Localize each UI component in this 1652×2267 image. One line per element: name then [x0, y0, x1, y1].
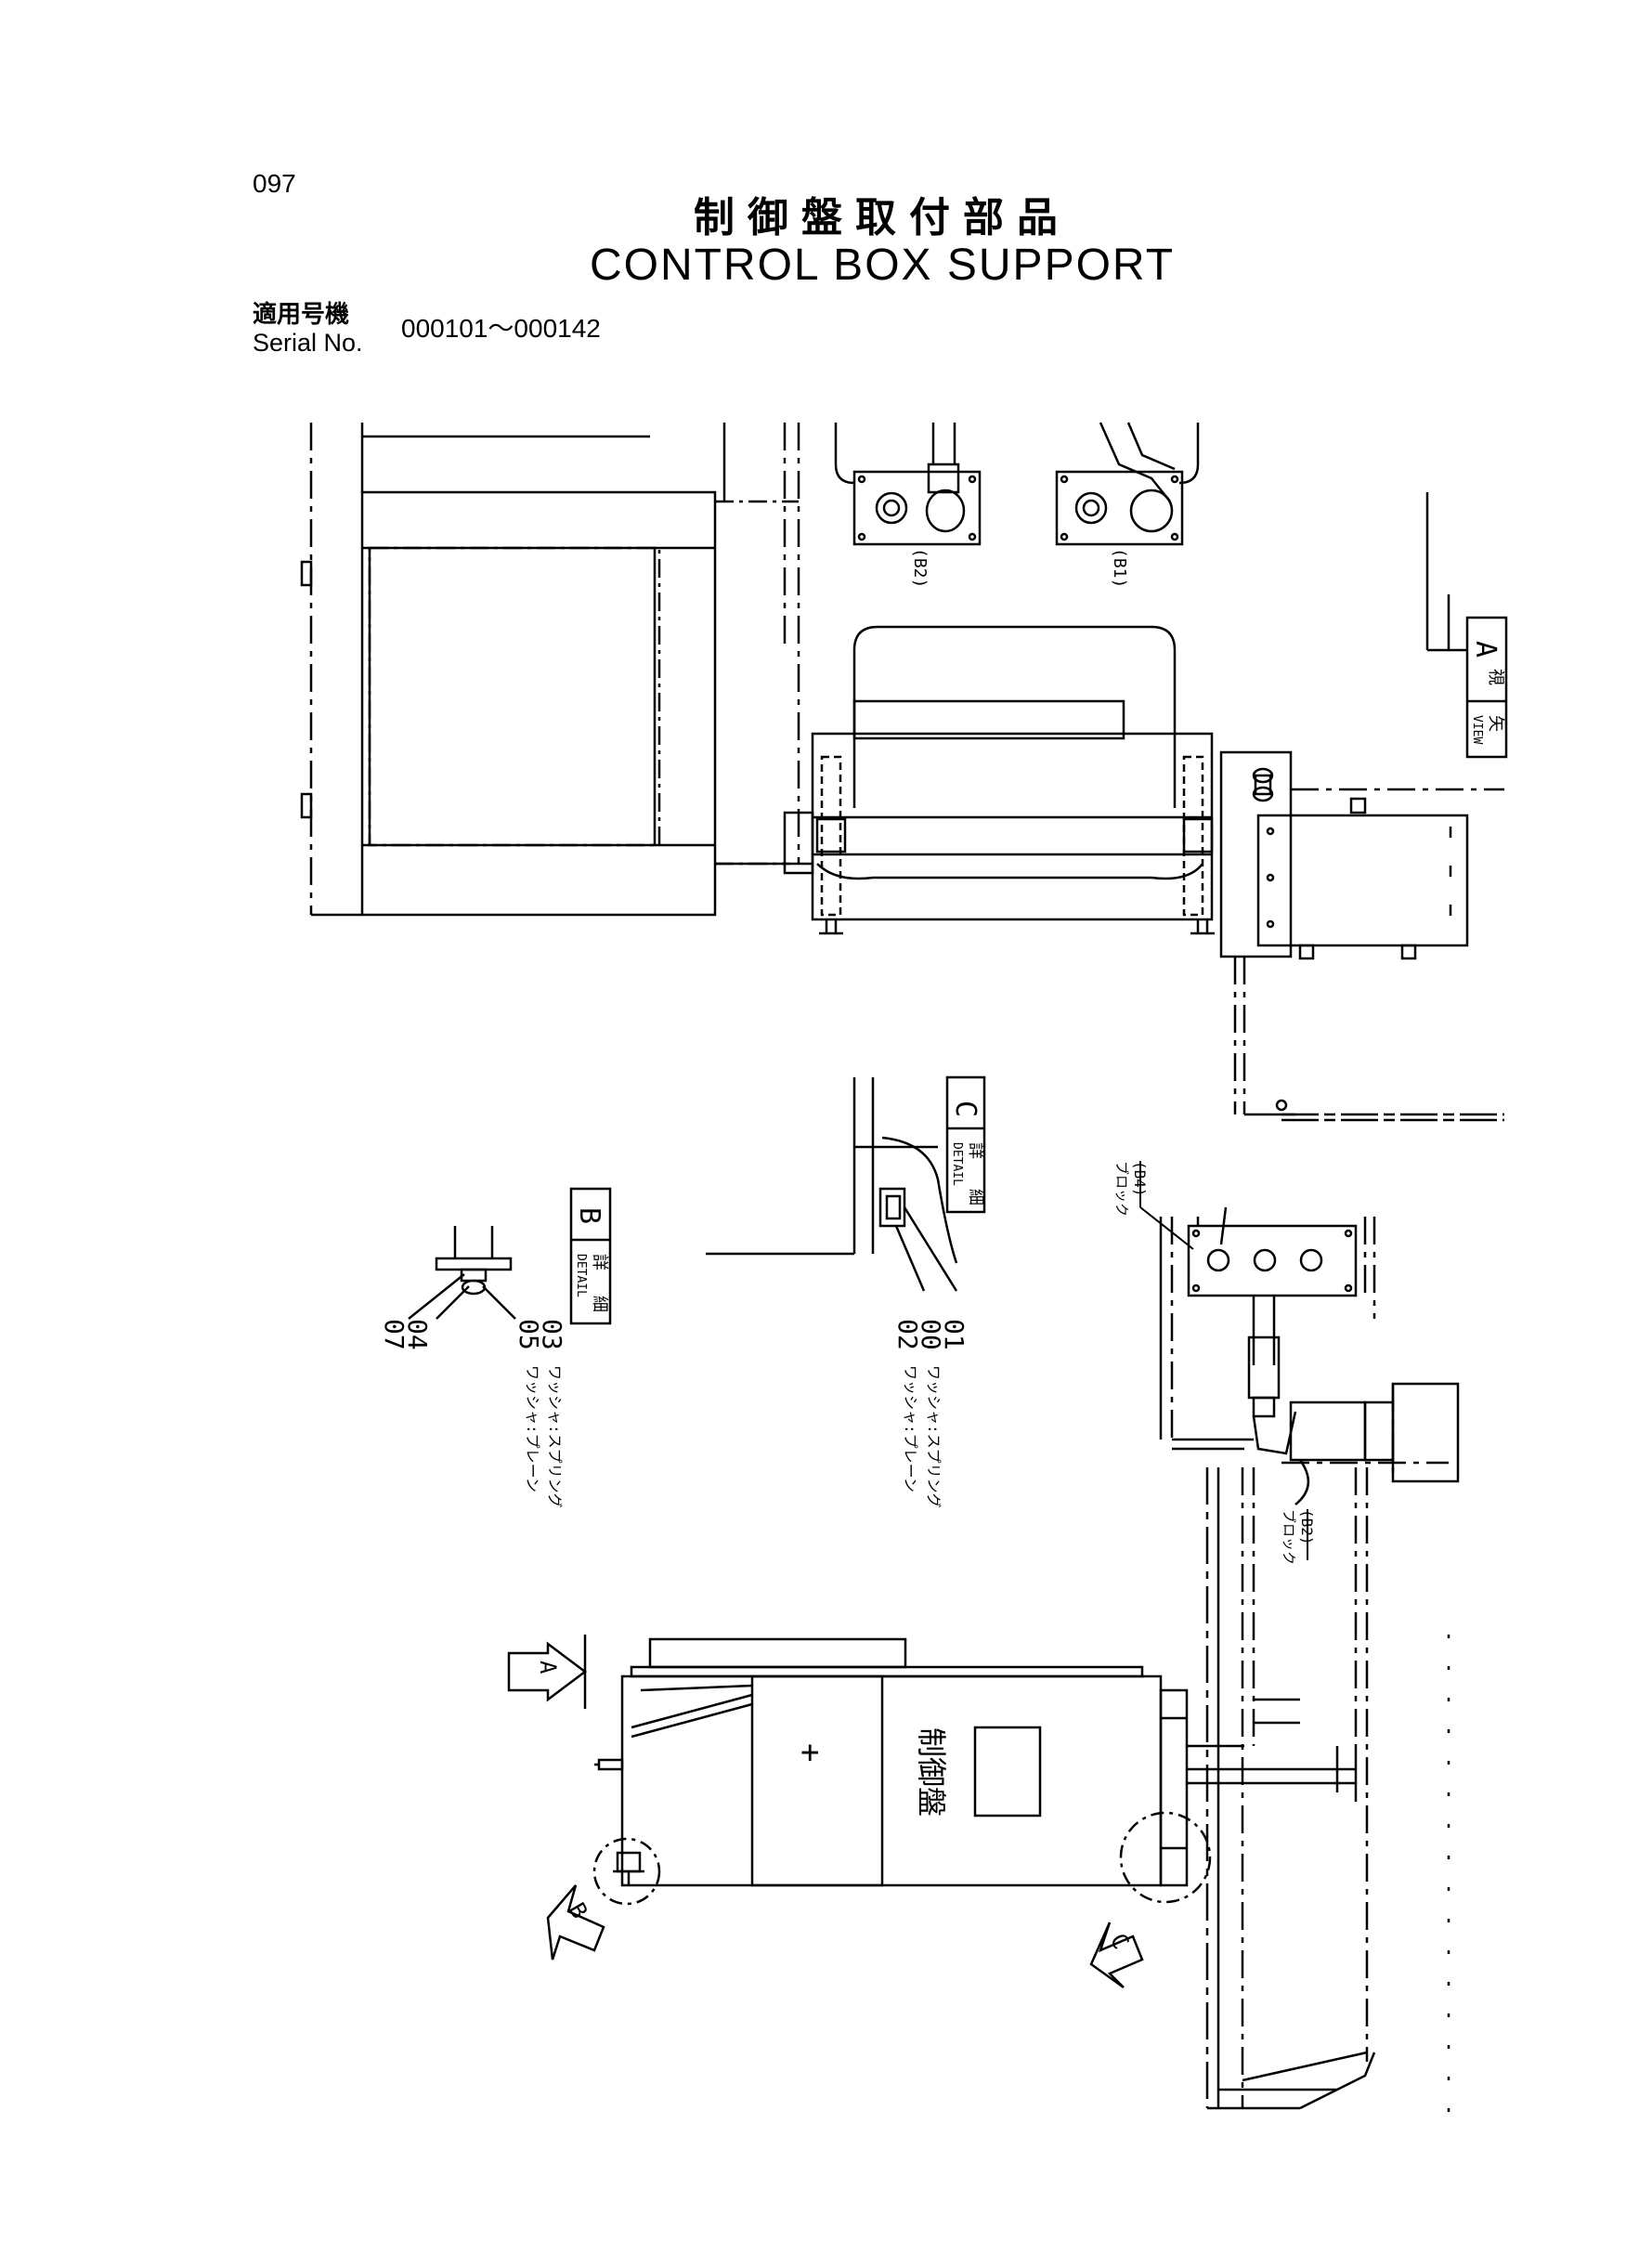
detail-c-jp1: 詳: [966, 1142, 985, 1159]
part-c-00-no: 00: [916, 1319, 946, 1350]
arrow-a-letter: A: [535, 1661, 561, 1674]
right-frame: [1425, 492, 1467, 652]
lower-right-frame: [1205, 1467, 1450, 2117]
plus-mark: +: [800, 1734, 819, 1771]
view-a-letter: A: [1469, 641, 1502, 658]
block-b2-name: ブロック: [1281, 1509, 1297, 1565]
part-b-05-no: 05: [514, 1319, 544, 1350]
part-b-04-no: 04: [402, 1319, 433, 1350]
port-b1-label: (B1): [1110, 548, 1129, 588]
control-panel-label: 制御盤: [914, 1727, 949, 1817]
part-b-03-no: 03: [537, 1319, 567, 1350]
page-number: 097: [253, 169, 296, 198]
port-b2-fitting: [834, 423, 982, 546]
detail-c-letter: C: [949, 1101, 982, 1117]
detail-b-jp2: 細: [590, 1296, 609, 1312]
block-b4-leader: [1139, 1206, 1194, 1250]
arrow-c-letter: C: [1105, 1929, 1134, 1954]
detail-b-view: [408, 1187, 612, 1325]
detail-b-en: DETAIL: [574, 1254, 588, 1297]
port-b1-fitting: [1055, 422, 1200, 546]
control-box-side-view: [594, 1637, 1358, 1887]
bracket-right: [1219, 750, 1504, 1122]
view-a-label-box: [1465, 616, 1508, 759]
block-b4-name: ブロック: [1113, 1161, 1130, 1217]
serial-range: 000101～000142: [401, 314, 601, 343]
part-b-03-name: ワッシャ:スプリング: [546, 1365, 564, 1508]
detail-c-en: DETAIL: [950, 1142, 964, 1186]
arrow-a-icon: [507, 1635, 588, 1709]
block-b4-assembly: [1159, 1206, 1460, 1505]
detail-c-view: [706, 1075, 986, 1292]
view-a-jp2: 視: [1486, 669, 1505, 685]
part-c-02-name: ワッシャ:プレーン: [902, 1365, 919, 1492]
part-c-00-name: ワッシャ:スプリング: [925, 1365, 943, 1508]
detail-b-letter: B: [573, 1207, 605, 1224]
detail-b-circle: [592, 1837, 661, 1906]
detail-b-jp1: 詳: [590, 1254, 609, 1270]
page-title-jp: 制御盤取付部品: [694, 194, 1071, 241]
top-view-frame: [300, 423, 800, 917]
detail-c-circle: [1119, 1811, 1212, 1904]
port-b2-label: (B2): [910, 548, 930, 588]
serial-label-en: Serial No.: [253, 329, 363, 357]
view-a-en: VIEW: [1470, 715, 1484, 744]
part-c-01-no: 01: [939, 1319, 969, 1350]
serial-label-jp: 適用号機: [253, 301, 350, 329]
part-b-05-name: ワッシャ:プレーン: [524, 1365, 541, 1492]
arrow-b-icon: [546, 1884, 605, 1961]
part-c-02-no: 02: [892, 1319, 923, 1350]
arrow-c-icon: [1089, 1922, 1144, 1989]
page-title-en: CONTROL BOX SUPPORT: [589, 241, 1176, 290]
control-box-top-view: [715, 625, 1215, 935]
part-b-07-no: 07: [379, 1319, 410, 1350]
detail-c-jp2: 細: [966, 1189, 985, 1205]
view-a-jp1: 矢: [1486, 715, 1505, 732]
